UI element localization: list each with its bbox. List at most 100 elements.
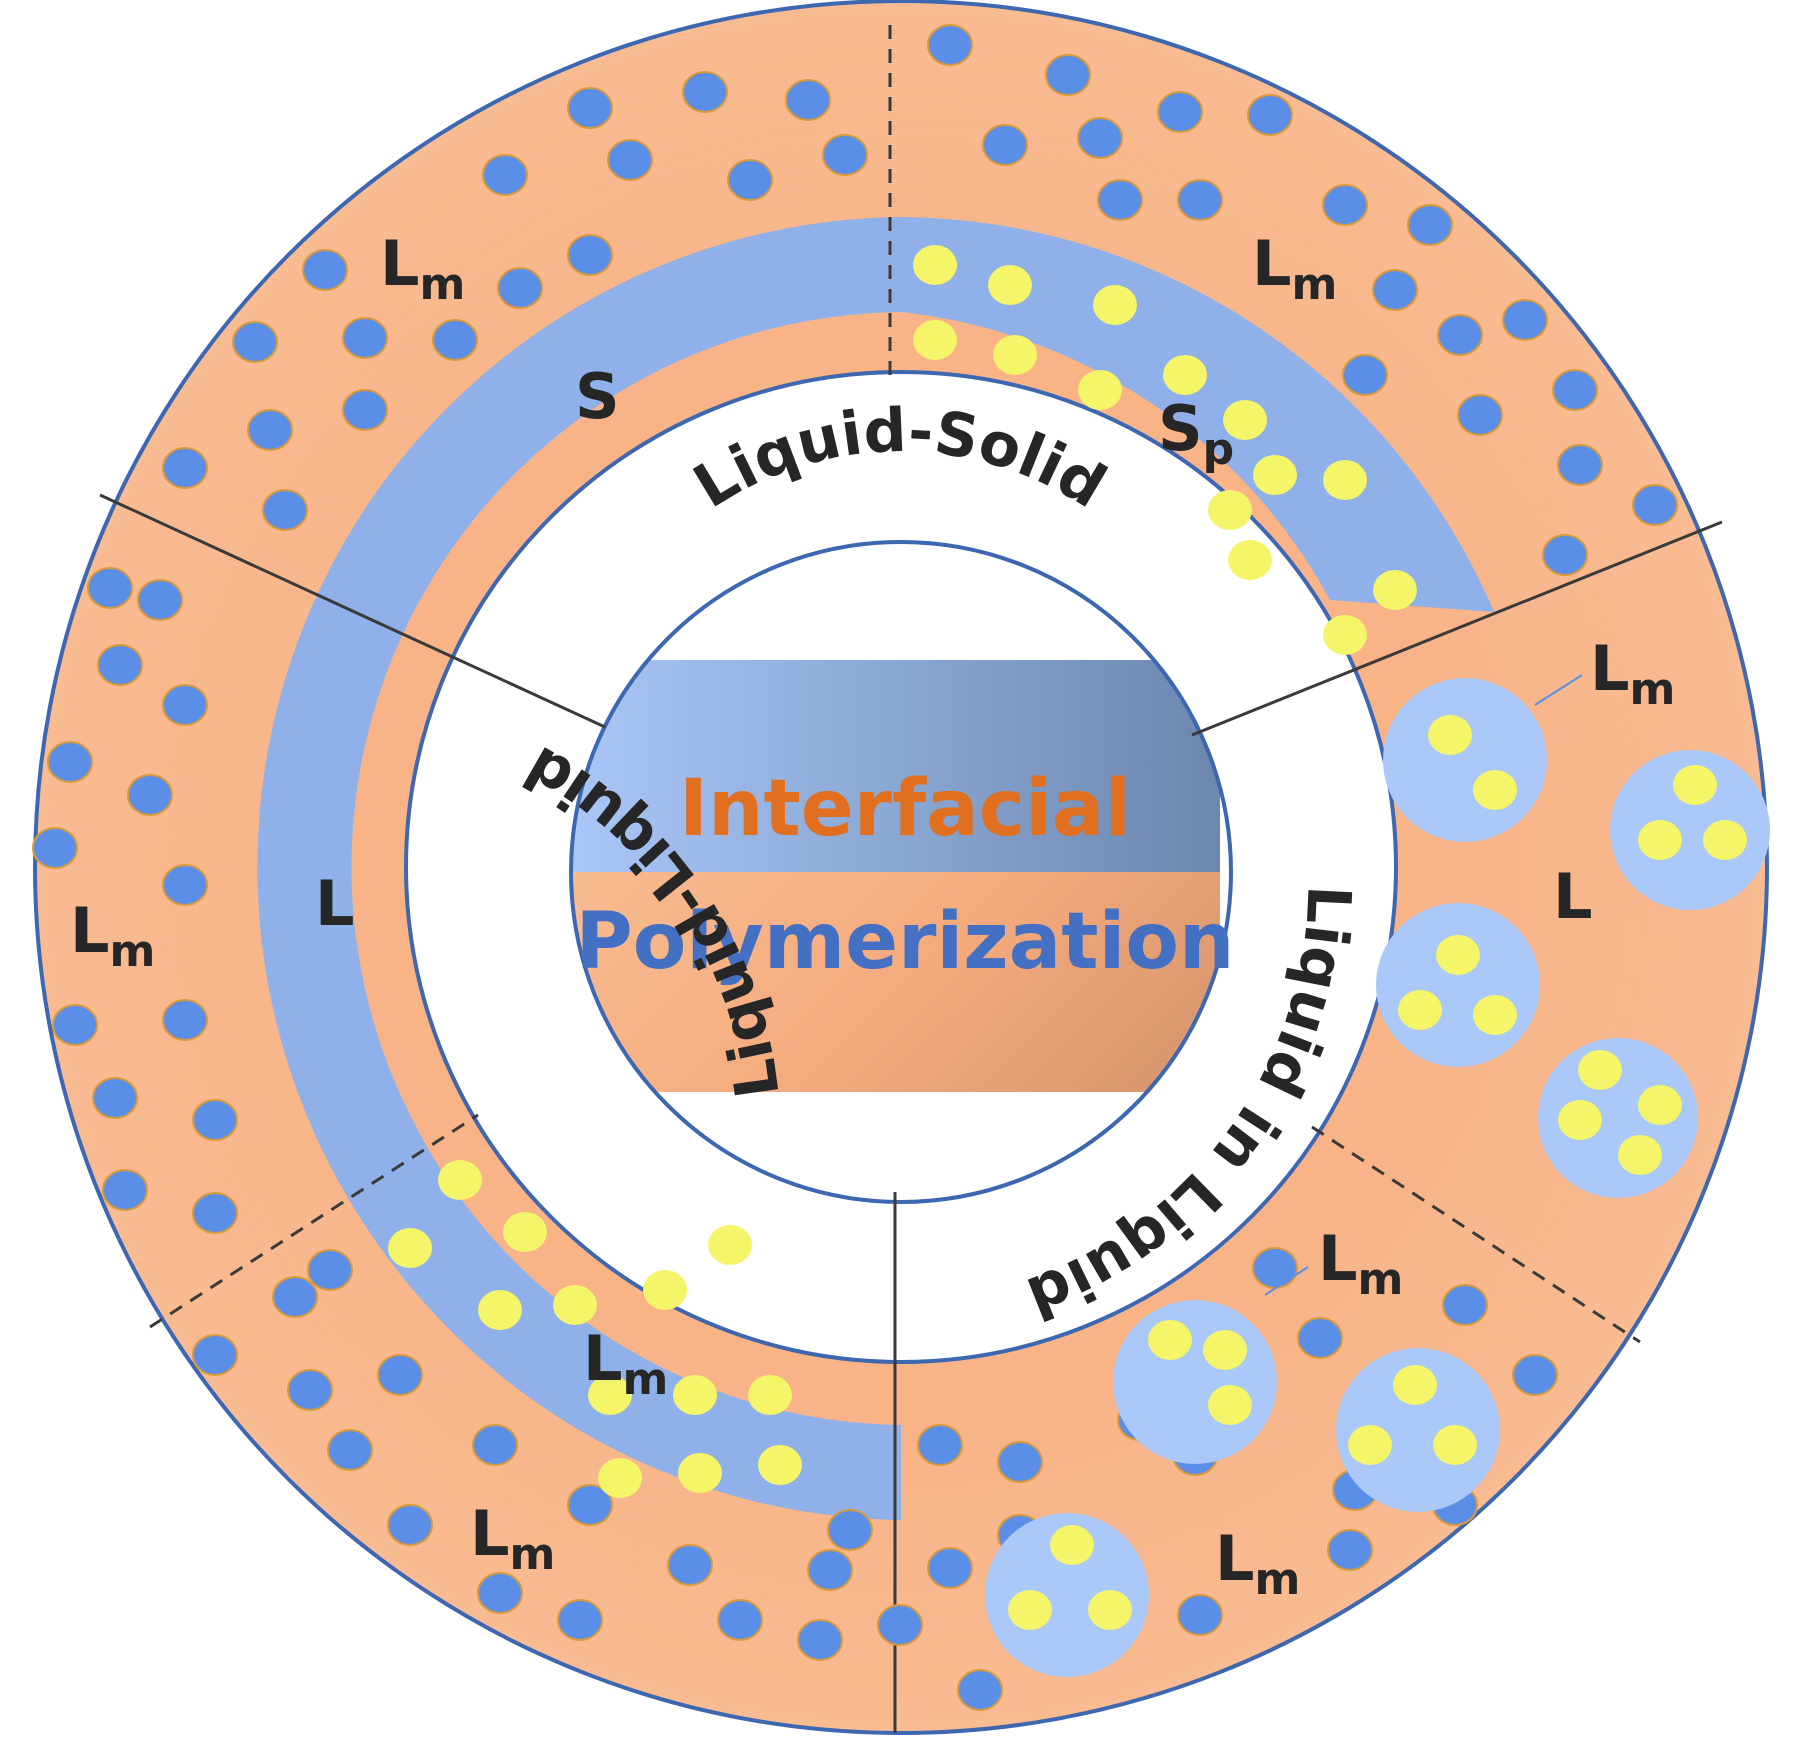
blue-dot — [272, 1276, 318, 1318]
droplet — [1376, 903, 1540, 1067]
droplet-core — [1558, 1100, 1602, 1140]
blue-dot — [192, 1099, 238, 1141]
yellow-dot — [388, 1228, 432, 1268]
yellow-dot — [708, 1225, 752, 1265]
yellow-dot — [553, 1285, 597, 1325]
blue-dot — [162, 864, 208, 906]
blue-dot — [1327, 1529, 1373, 1571]
yellow-dot — [758, 1445, 802, 1485]
blue-dot — [682, 71, 728, 113]
monomer-dots — [32, 24, 1770, 1711]
blue-dot — [567, 1484, 613, 1526]
blue-dot — [342, 389, 388, 431]
blue-dot — [162, 684, 208, 726]
yellow-dot — [503, 1212, 547, 1252]
label-lm-top-right: Lm — [1252, 227, 1337, 310]
droplet — [1336, 1348, 1500, 1512]
droplet-core — [1148, 1320, 1192, 1360]
blue-dot — [1542, 534, 1588, 576]
blue-dot — [377, 1354, 423, 1396]
blue-dot — [432, 319, 478, 361]
droplet-core — [1088, 1590, 1132, 1630]
blue-dot — [92, 1077, 138, 1119]
blue-dot — [162, 999, 208, 1041]
blue-dot — [192, 1334, 238, 1376]
blue-dot — [1552, 369, 1598, 411]
blue-dot — [1157, 91, 1203, 133]
blue-dot — [1437, 314, 1483, 356]
yellow-dot — [1223, 400, 1267, 440]
blue-dot — [1512, 1354, 1558, 1396]
blue-dot — [957, 1669, 1003, 1711]
blue-dot — [302, 249, 348, 291]
blue-dot — [342, 317, 388, 359]
label-lm-left: Lm — [70, 894, 155, 977]
blue-dot — [232, 321, 278, 363]
droplet-core — [1703, 820, 1747, 860]
dashed-lines — [149, 25, 1641, 1344]
blue-dot — [287, 1369, 333, 1411]
droplet-core — [1638, 820, 1682, 860]
blue-dot — [262, 489, 308, 531]
yellow-dot — [588, 1375, 632, 1415]
label-lm-bottom-left: Lm — [470, 1497, 555, 1580]
droplet — [1383, 678, 1547, 842]
blue-dot — [52, 1004, 98, 1046]
blue-dot — [162, 447, 208, 489]
blue-dot — [307, 1249, 353, 1291]
yellow-dot — [643, 1270, 687, 1310]
droplet-core — [1393, 1365, 1437, 1405]
blue-dot — [567, 87, 613, 129]
center-polymerization: Polymerization — [576, 897, 1235, 987]
blue-dot — [387, 1504, 433, 1546]
yellow-dot — [993, 335, 1037, 375]
blue-dot — [717, 1599, 763, 1641]
blue-dot — [1322, 184, 1368, 226]
blue-dot — [1097, 179, 1143, 221]
blue-dot — [1077, 117, 1123, 159]
blue-dot — [1457, 394, 1503, 436]
blue-dot — [102, 1169, 148, 1211]
blue-dot — [327, 1429, 373, 1471]
blue-band — [257, 217, 1494, 1203]
blue-dot — [827, 1509, 873, 1551]
leader-lines — [1264, 674, 1583, 1296]
yellow-dot — [913, 320, 957, 360]
blue-dot — [1407, 204, 1453, 246]
droplet-core — [1008, 1590, 1052, 1630]
yellow-dot — [1373, 570, 1417, 610]
label-lm-top-left: Lm — [380, 227, 465, 310]
yellow-dot — [438, 1160, 482, 1200]
droplet — [985, 1513, 1149, 1677]
blue-dot — [87, 567, 133, 609]
blue-dot — [127, 774, 173, 816]
blue-dot — [807, 1549, 853, 1591]
blue-dot — [822, 134, 868, 176]
yellow-dot — [598, 1458, 642, 1498]
droplet-core — [1618, 1135, 1662, 1175]
droplet-core — [1673, 765, 1717, 805]
droplet-core — [1473, 995, 1517, 1035]
blue-dot — [797, 1619, 843, 1661]
yellow-dot — [1253, 455, 1297, 495]
blue-dot — [927, 24, 973, 66]
label-l-right: L — [1553, 860, 1593, 933]
label-sp: Sp — [1158, 392, 1234, 475]
yellow-dot — [913, 245, 957, 285]
yellow-dot — [478, 1290, 522, 1330]
label-lm-blue-bottom: Lm — [583, 1322, 668, 1405]
blue-dot — [32, 827, 78, 869]
yellow-dot — [988, 265, 1032, 305]
blue-dot — [982, 124, 1028, 166]
blue-dot — [917, 1424, 963, 1466]
droplet-core — [1433, 1425, 1477, 1465]
label-l-left: L — [315, 867, 355, 940]
blue-dot — [1632, 484, 1678, 526]
blue-dot — [1557, 444, 1603, 486]
blue-band-lower — [351, 1115, 901, 1520]
blue-dot — [727, 159, 773, 201]
yellow-dot — [1208, 490, 1252, 530]
yellow-dot — [1323, 460, 1367, 500]
droplet-core — [1398, 990, 1442, 1030]
yellow-dot — [1323, 615, 1367, 655]
